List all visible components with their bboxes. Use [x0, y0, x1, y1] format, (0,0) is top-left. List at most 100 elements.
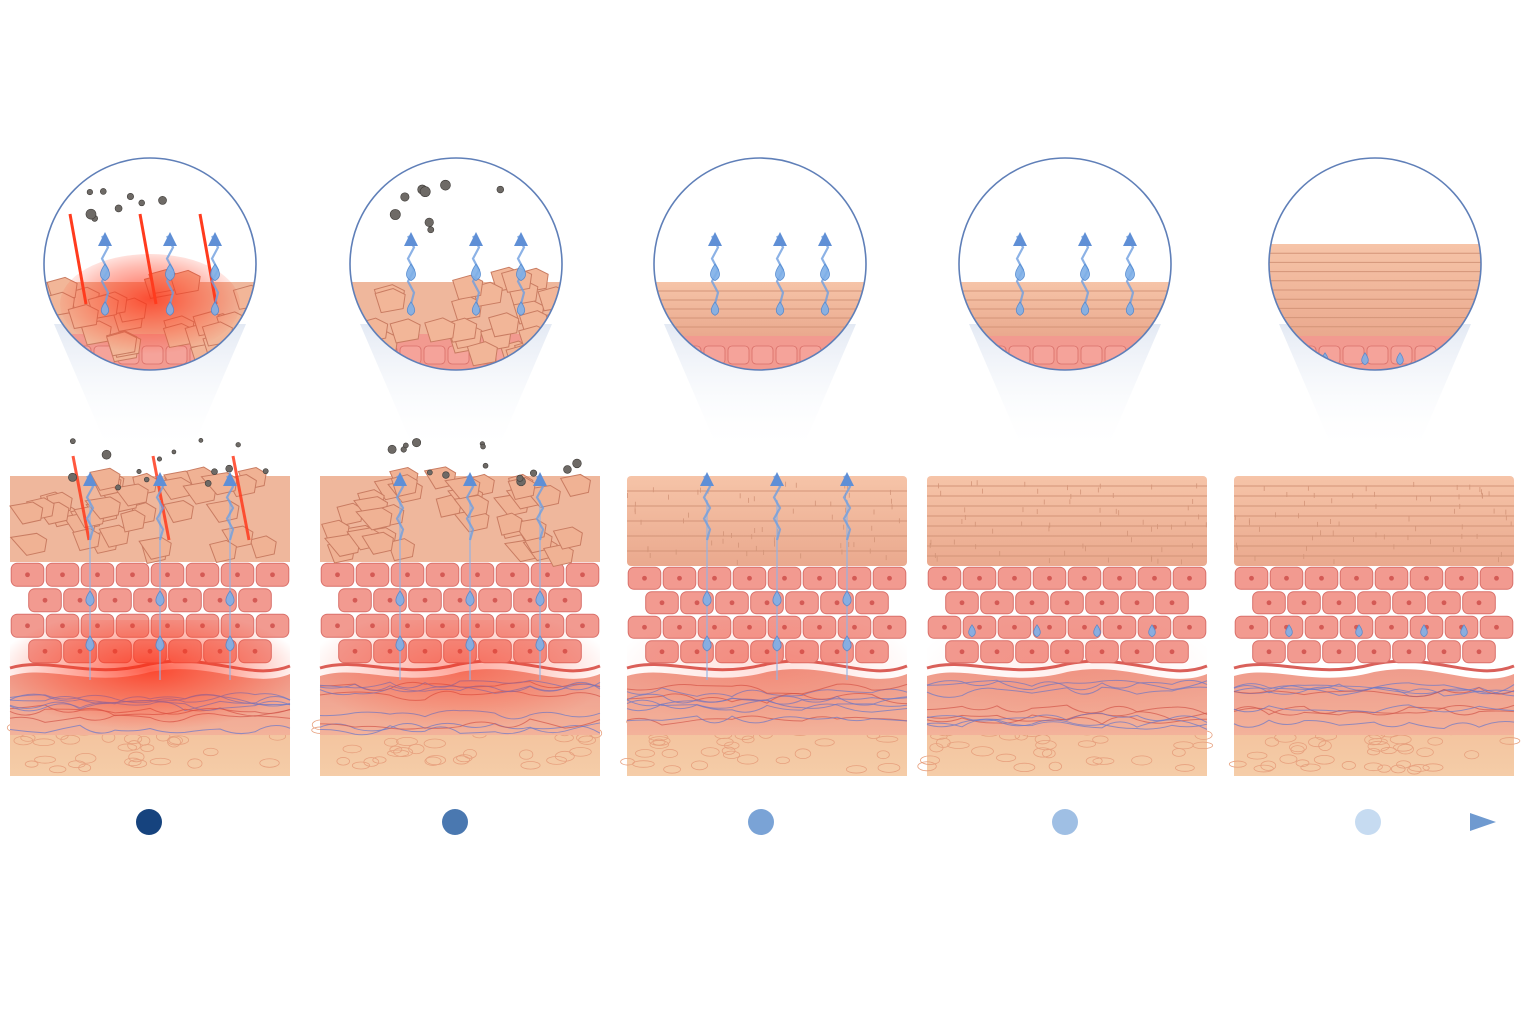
fat-cell [167, 736, 181, 748]
fat-cell [1253, 764, 1274, 773]
water-loss-arrowhead [393, 472, 407, 486]
water-droplet [471, 301, 481, 316]
fat-cell [996, 753, 1017, 762]
water-droplet [775, 301, 785, 316]
fat-cell [877, 762, 901, 773]
water-loss-arrowhead [404, 232, 418, 246]
cell-nucleus [405, 572, 410, 578]
irritation-ray [138, 213, 158, 305]
epidermal-cell [1366, 345, 1389, 365]
stratum-corneum [1234, 476, 1514, 566]
cell-nucleus [510, 572, 515, 578]
epidermal-cell [1462, 345, 1481, 365]
water-droplet [820, 301, 830, 316]
irritant-particle [85, 208, 97, 220]
cell-nucleus [1099, 600, 1105, 606]
inflammation-glow [927, 620, 1207, 730]
irritant-particle [442, 471, 450, 479]
fat-cell [723, 750, 741, 759]
fat-cell [971, 746, 994, 757]
irritant-particle [400, 192, 410, 202]
fat-cell [336, 757, 350, 766]
magnifier-circle [43, 157, 257, 371]
water-droplet [406, 301, 416, 316]
fat-cell [721, 746, 736, 755]
fat-cell [1499, 737, 1521, 745]
cell-nucleus [475, 572, 480, 578]
cell-nucleus [1284, 575, 1289, 581]
corneocyte-flake [361, 531, 394, 555]
cell-nucleus [25, 572, 30, 578]
cell-nucleus [42, 597, 48, 603]
fat-cell [1341, 761, 1356, 770]
cell-nucleus [1476, 600, 1482, 606]
fat-cell [648, 736, 671, 746]
corneocyte-flake [113, 483, 149, 507]
water-droplet [225, 635, 235, 652]
fat-cell [168, 735, 190, 745]
water-loss-arrowhead [700, 472, 714, 486]
fat-cell [34, 755, 56, 764]
cell-nucleus [887, 575, 892, 581]
water-loss-arrowhead [708, 232, 722, 246]
cell-nucleus [817, 575, 822, 581]
water-droplet [710, 301, 720, 316]
irritant-particle [114, 204, 123, 213]
corneocyte-flake [424, 317, 456, 343]
irritant-particle [115, 484, 121, 491]
fat-cell [187, 758, 203, 769]
corneocyte-flake [552, 526, 583, 550]
fat-cell [1427, 737, 1444, 746]
magnified-view-5 [1268, 157, 1482, 371]
timeline-marker-1 [136, 809, 162, 835]
magnifier-circle [1268, 157, 1482, 371]
fat-cell [700, 747, 720, 757]
cell-nucleus [942, 575, 947, 581]
irritant-particle [387, 444, 397, 454]
corneocyte-flake [558, 318, 562, 344]
irritant-particle [572, 458, 582, 469]
fat-cell [49, 765, 67, 774]
magnifier-circle [349, 157, 563, 371]
cell-nucleus [1336, 649, 1342, 655]
skin-block-3 [620, 472, 908, 776]
fat-cell [393, 747, 414, 758]
water-loss-arrowhead [83, 472, 97, 486]
irritant-particle [204, 480, 212, 487]
corneocyte-flake [138, 536, 172, 560]
water-droplet [842, 590, 852, 607]
cell-nucleus [112, 597, 118, 603]
corneocyte-flake [545, 309, 562, 336]
fat-cell [1300, 763, 1321, 772]
cell-nucleus [492, 597, 498, 603]
water-droplet [1396, 352, 1404, 366]
water-droplet [516, 301, 526, 316]
corneocyte-flake [554, 315, 562, 341]
fat-cell [372, 756, 387, 764]
water-droplet [225, 590, 235, 607]
fat-cell [149, 757, 172, 766]
water-droplet [406, 263, 416, 282]
fat-cell [578, 735, 596, 745]
cell-nucleus [352, 597, 358, 603]
epidermal-cell [1270, 345, 1293, 365]
blood-vessel [1233, 682, 1515, 693]
fat-cell [75, 752, 97, 764]
water-droplet [210, 301, 220, 316]
blood-vessel [1233, 687, 1515, 698]
cell-nucleus [252, 597, 258, 603]
skin-block-1 [6, 438, 291, 776]
fat-cell [917, 761, 937, 772]
cell-nucleus [1319, 575, 1324, 581]
water-loss-arrow [535, 475, 545, 541]
water-loss-arrowhead [163, 232, 177, 246]
fat-cell [1171, 748, 1186, 757]
water-loss-arrow [772, 475, 782, 541]
fat-cell [737, 754, 759, 765]
fat-cell [876, 750, 890, 760]
water-loss-arrowhead [1078, 232, 1092, 246]
fat-cell [424, 756, 442, 766]
fat-cell [456, 754, 473, 763]
water-droplet [165, 263, 175, 282]
fat-cell [1367, 748, 1381, 756]
